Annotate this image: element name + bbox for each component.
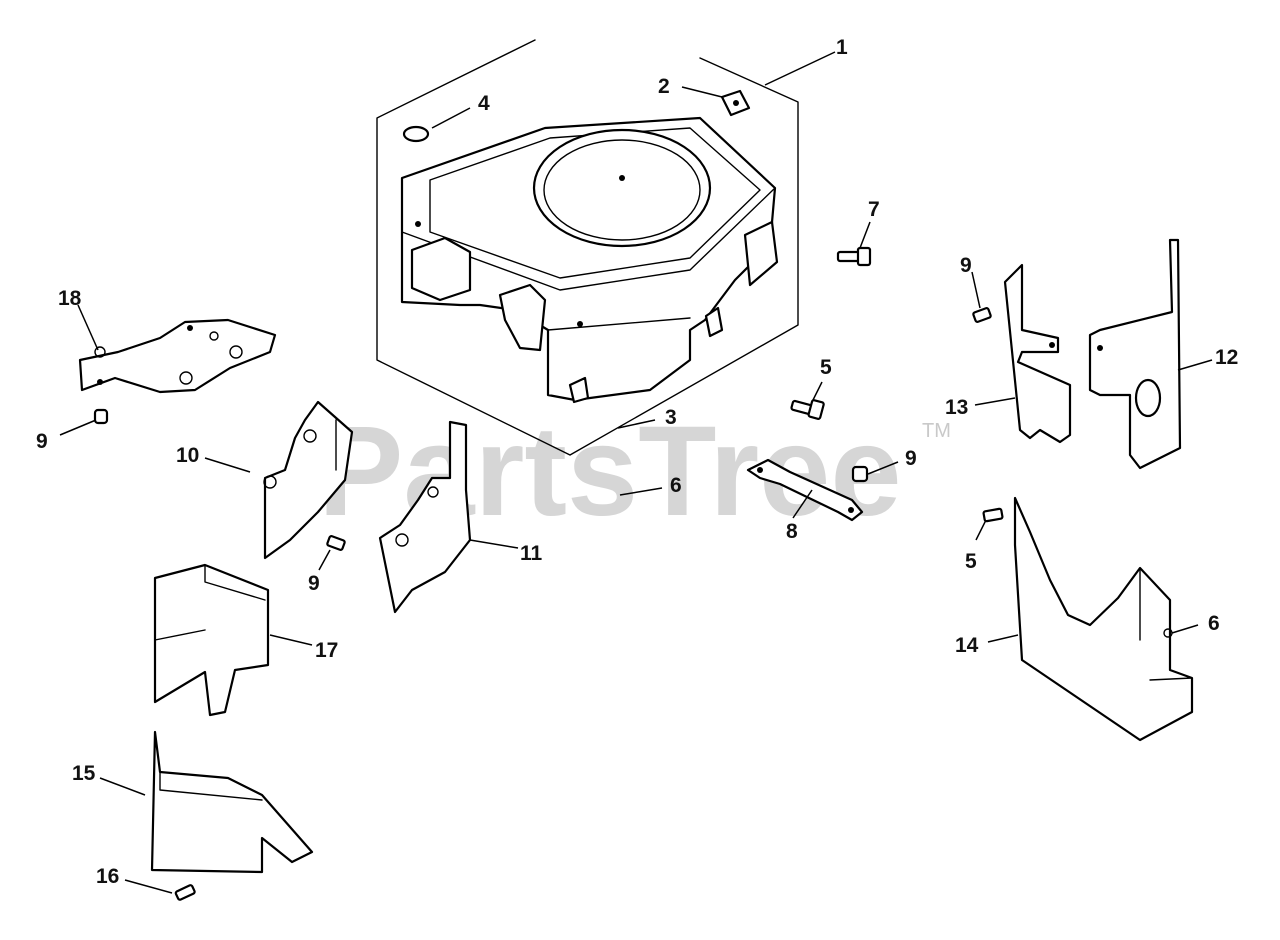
part-5-screw-center[interactable] bbox=[790, 399, 825, 420]
callout-8[interactable]: 8 bbox=[786, 520, 798, 543]
part-13-baffle[interactable] bbox=[1003, 263, 1072, 444]
part-3-blower-housing[interactable] bbox=[400, 116, 779, 404]
part-16-screw[interactable] bbox=[174, 884, 196, 901]
callout-15[interactable]: 15 bbox=[72, 762, 96, 785]
part-5-screw-right[interactable] bbox=[982, 507, 1004, 523]
part-10-baffle[interactable] bbox=[263, 400, 354, 560]
callout-5-right[interactable]: 5 bbox=[965, 550, 977, 573]
callout-9-left[interactable]: 9 bbox=[36, 430, 48, 453]
part-9-screw-right[interactable] bbox=[972, 307, 992, 323]
part-7-screw[interactable] bbox=[836, 246, 872, 267]
part-9-screw-lower[interactable] bbox=[326, 535, 346, 551]
callout-6-right[interactable]: 6 bbox=[1208, 612, 1220, 635]
callout-1[interactable]: 1 bbox=[836, 36, 848, 59]
callout-14[interactable]: 14 bbox=[955, 634, 979, 657]
callout-11[interactable]: 11 bbox=[520, 542, 543, 565]
part-8-bracket[interactable] bbox=[746, 458, 864, 522]
callout-6-center[interactable]: 6 bbox=[670, 474, 682, 497]
watermark-trademark: TM bbox=[922, 420, 951, 442]
callout-7[interactable]: 7 bbox=[868, 198, 880, 221]
callout-2[interactable]: 2 bbox=[658, 75, 670, 98]
part-2-nut[interactable] bbox=[720, 89, 751, 117]
callout-10[interactable]: 10 bbox=[176, 444, 199, 467]
callout-5-center[interactable]: 5 bbox=[820, 356, 832, 379]
callout-9-center[interactable]: 9 bbox=[905, 447, 917, 470]
callout-3[interactable]: 3 bbox=[665, 406, 677, 429]
assembly-outline bbox=[376, 39, 799, 456]
part-18-bracket[interactable] bbox=[78, 318, 277, 394]
callout-13[interactable]: 13 bbox=[945, 396, 968, 419]
part-12-baffle[interactable] bbox=[1088, 238, 1182, 470]
callout-9-lower[interactable]: 9 bbox=[308, 572, 320, 595]
part-11-baffle[interactable] bbox=[378, 420, 472, 614]
part-4-plug[interactable] bbox=[402, 125, 430, 143]
part-9-nut-left[interactable] bbox=[93, 408, 109, 425]
part-17-cover[interactable] bbox=[153, 563, 270, 717]
callout-4[interactable]: 4 bbox=[478, 92, 490, 115]
callout-18[interactable]: 18 bbox=[58, 287, 82, 310]
part-9-nut-center[interactable] bbox=[851, 465, 869, 483]
part-15-cover[interactable] bbox=[150, 730, 314, 874]
leader-lines bbox=[59, 51, 1213, 894]
part-14-cover[interactable] bbox=[1013, 496, 1194, 742]
callout-17[interactable]: 17 bbox=[315, 639, 338, 662]
callout-12[interactable]: 12 bbox=[1215, 346, 1238, 369]
callout-16[interactable]: 16 bbox=[96, 865, 119, 888]
callout-9-right[interactable]: 9 bbox=[960, 254, 972, 277]
